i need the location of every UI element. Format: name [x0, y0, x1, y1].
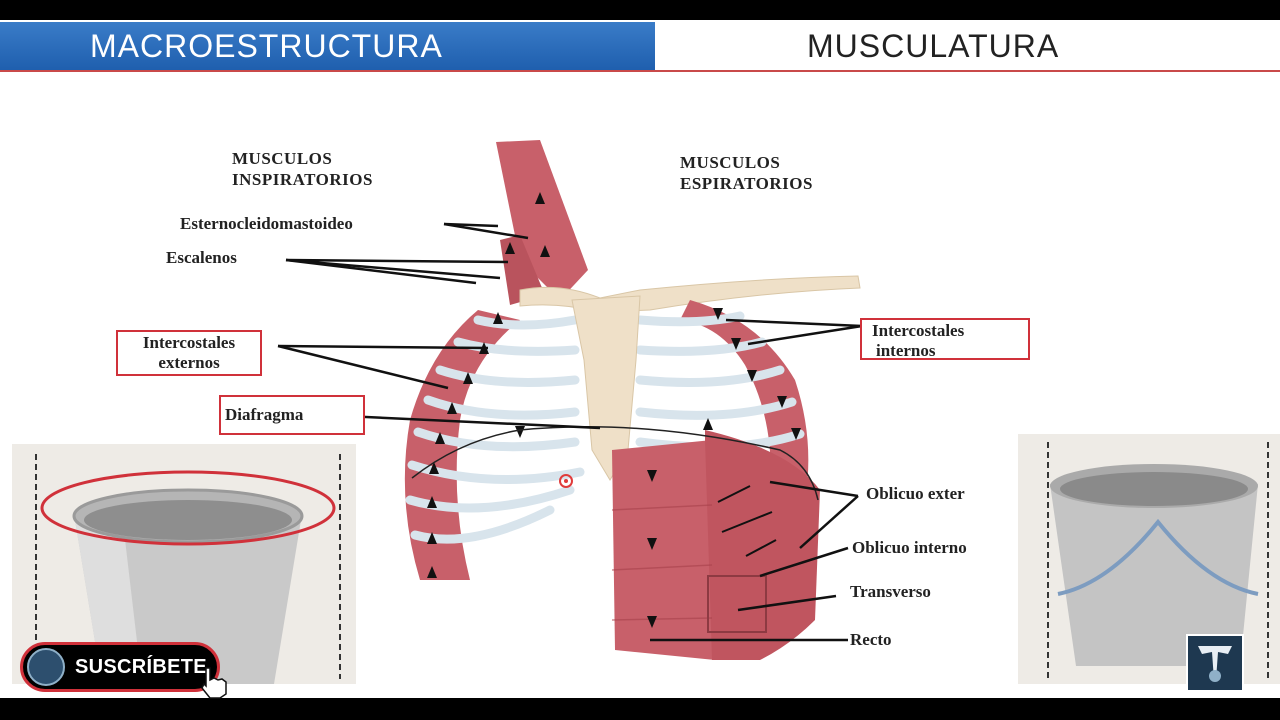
- header-left: MACROESTRUCTURA: [0, 22, 655, 70]
- label-int-intercostals-line2: internos: [876, 341, 936, 360]
- subscribe-button[interactable]: SUSCRÍBETE: [20, 642, 220, 692]
- label-transverse: Transverso: [850, 582, 931, 601]
- channel-logo-icon[interactable]: [1186, 634, 1244, 692]
- inspiratory-heading: MUSCULOS INSPIRATORIOS: [232, 148, 373, 190]
- label-ext-oblique: Oblicuo exter: [866, 484, 965, 503]
- label-int-oblique: Oblicuo interno: [852, 538, 967, 557]
- label-diaphragm: Diafragma: [219, 395, 365, 435]
- bucket-right-panel: [1018, 434, 1280, 684]
- label-ext-intercostals: Intercostales externos: [116, 330, 262, 376]
- header-right: MUSCULATURA: [655, 22, 1280, 72]
- inspiratory-heading-line2: INSPIRATORIOS: [232, 170, 373, 189]
- header-left-title: MACROESTRUCTURA: [90, 28, 443, 64]
- slide: MACROESTRUCTURA MUSCULATURA: [0, 20, 1280, 698]
- header-right-title: MUSCULATURA: [807, 28, 1060, 64]
- label-ext-intercostals-line1: Intercostales: [142, 333, 236, 352]
- expiratory-heading-line1: MUSCULOS: [680, 153, 781, 172]
- label-rectus: Recto: [850, 630, 892, 649]
- subscribe-label: SUSCRÍBETE: [75, 656, 207, 678]
- header-divider: [0, 70, 655, 72]
- label-int-intercostals-line1: Intercostales: [872, 321, 965, 340]
- expiratory-heading-line2: ESPIRATORIOS: [680, 174, 813, 193]
- label-scalenes: Escalenos: [166, 248, 237, 267]
- label-ext-intercostals-line2: externos: [158, 353, 220, 372]
- respiratory-muscles-diagram: [277, 140, 863, 660]
- label-scm: Esternocleidomastoideo: [180, 214, 353, 233]
- label-int-intercostals: Intercostales internos: [860, 318, 1030, 360]
- bucket-left-illustration: [35, 454, 341, 684]
- bucket-right-illustration: [1047, 442, 1269, 679]
- channel-logo-graphic: [1198, 646, 1232, 682]
- hand-pointer-icon: [201, 667, 227, 699]
- inspiratory-heading-line1: MUSCULOS: [232, 149, 333, 168]
- expiratory-heading: MUSCULOS ESPIRATORIOS: [680, 152, 813, 194]
- channel-avatar-icon: [27, 648, 65, 686]
